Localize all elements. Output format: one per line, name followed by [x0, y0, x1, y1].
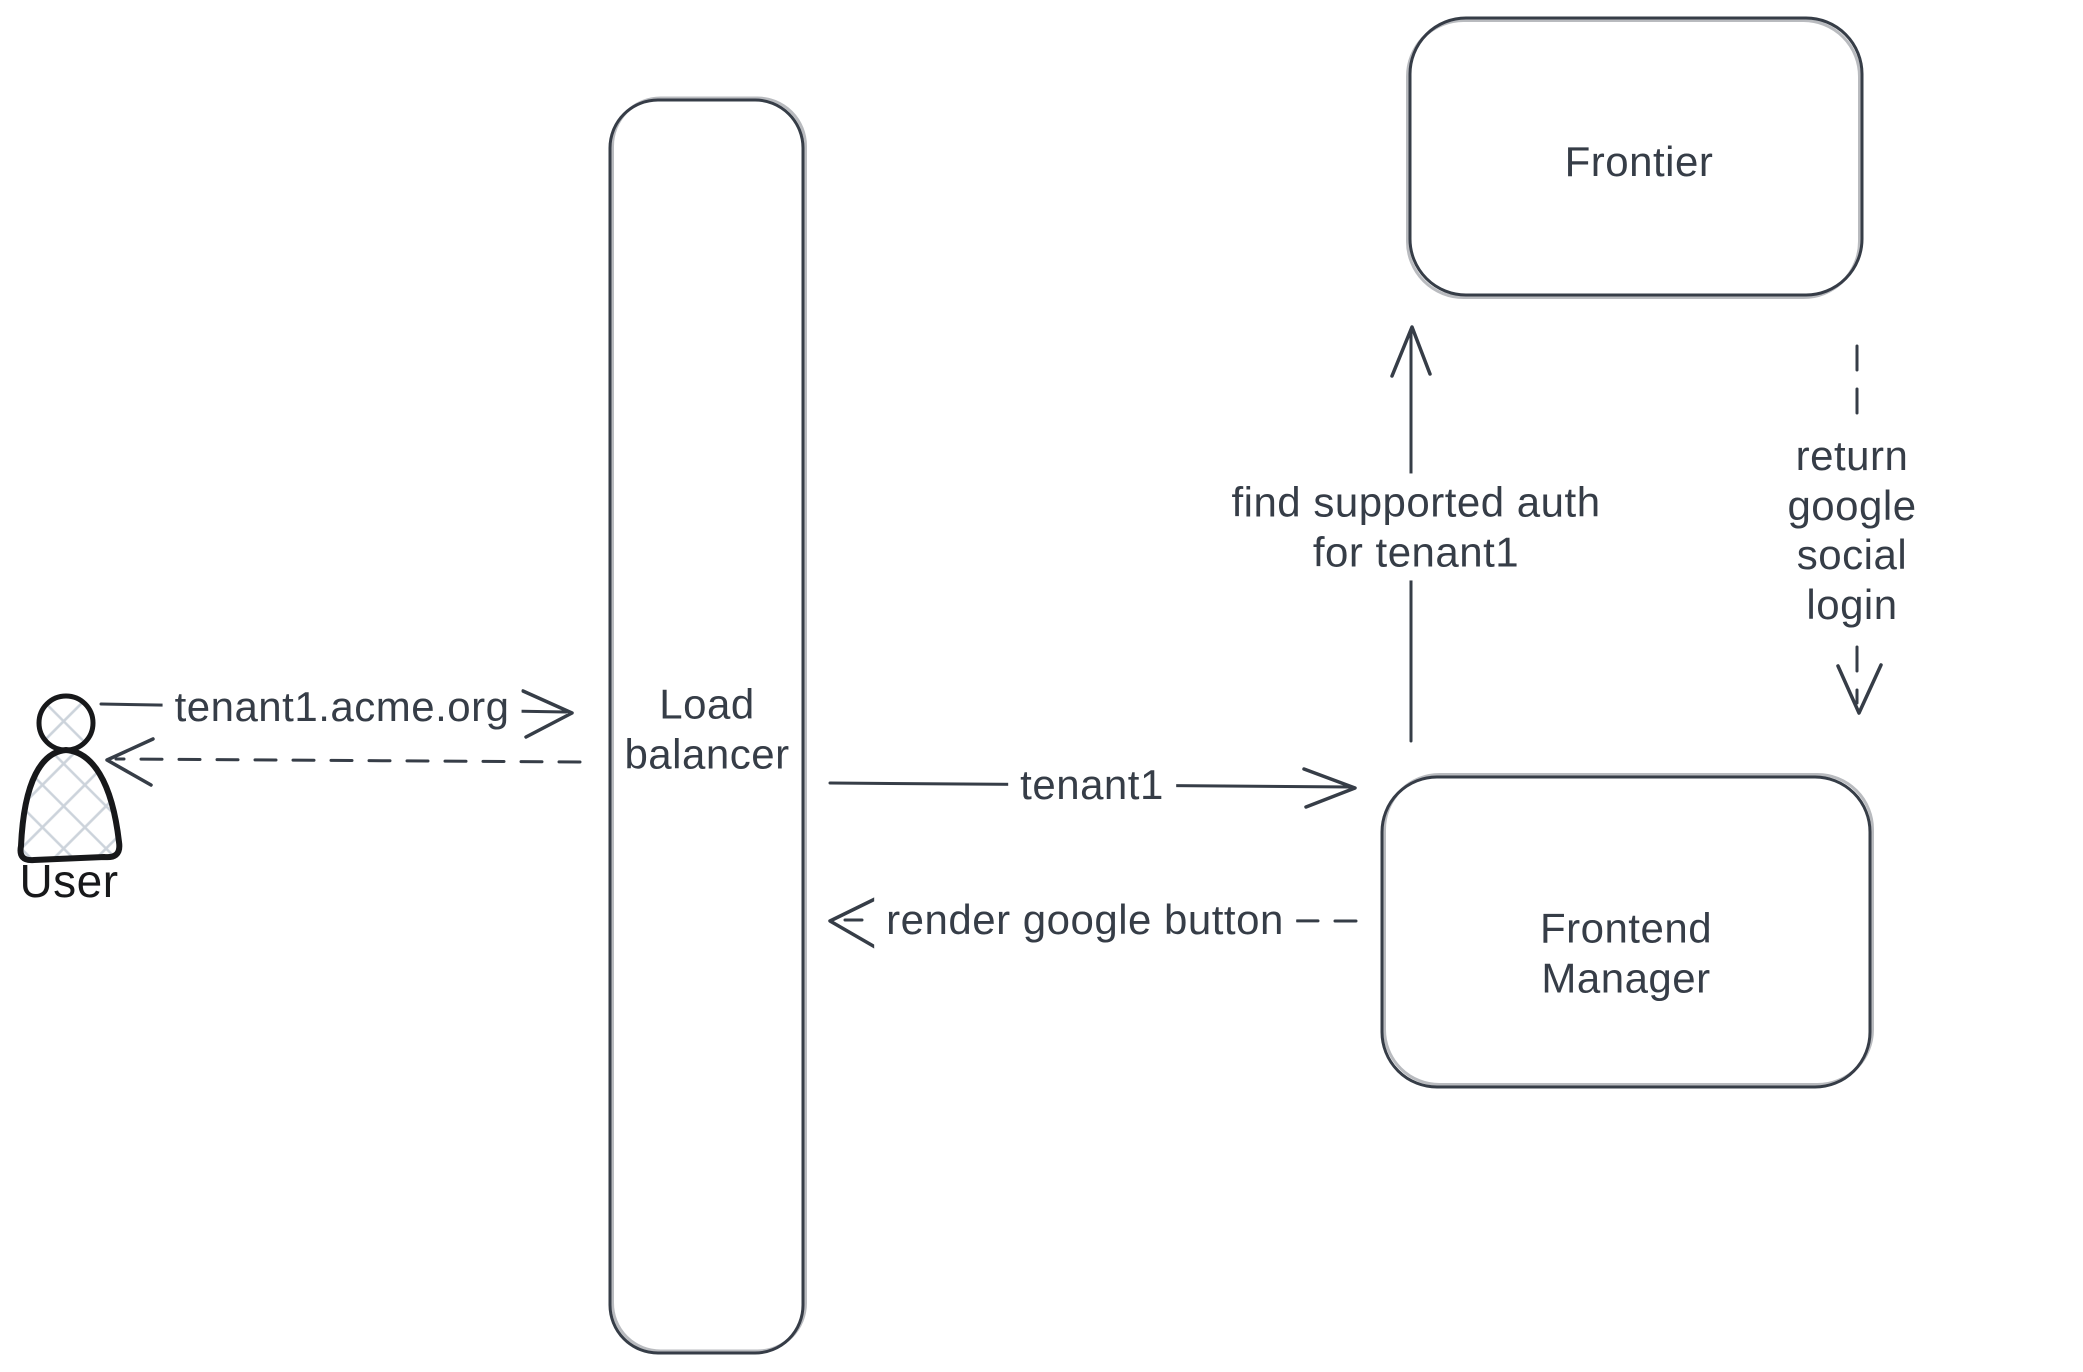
edge-label-tenant1: tenant1	[1008, 756, 1176, 814]
user-icon-body	[17, 747, 123, 864]
edge-label-render-google-button: render google button	[874, 891, 1296, 949]
edge-label-tenant1-acme-org: tenant1.acme.org	[162, 678, 522, 736]
frontend-manager-node-sketch-echo	[1383, 773, 1874, 1086]
user-icon	[17, 693, 123, 864]
load-balancer-node-sketch-echo	[611, 96, 807, 1353]
frontend-manager-label: Frontend Manager	[1539, 904, 1713, 1001]
edge-load-balancer-to-user-arrowhead	[105, 737, 155, 787]
edge-load-balancer-to-frontend-manager-arrowhead	[1302, 767, 1357, 809]
load-balancer-label: Load balancer	[624, 680, 790, 777]
load-balancer-node	[608, 98, 805, 1355]
edge-label-return-google-social-login: return google social login	[1736, 426, 1968, 634]
edge-frontier-to-frontend-manager-arrowhead	[1836, 663, 1883, 715]
edge-label-find-supported-auth: find supported auth for tenant1	[1219, 473, 1613, 581]
edge-load-balancer-to-user	[114, 757, 582, 764]
frontier-node	[1408, 16, 1864, 297]
edge-user-to-load-balancer-arrowhead	[521, 689, 574, 739]
user-icon-head	[36, 693, 96, 753]
frontier-label: Frontier	[1564, 138, 1714, 186]
edge-frontend-manager-to-frontier-arrowhead	[1390, 325, 1432, 378]
frontend-manager-node	[1380, 775, 1872, 1089]
user-label: User	[19, 854, 119, 907]
frontier-node-sketch-echo	[1406, 19, 1861, 299]
edge-frontend-manager-to-load-balancer-arrowhead	[828, 896, 879, 949]
